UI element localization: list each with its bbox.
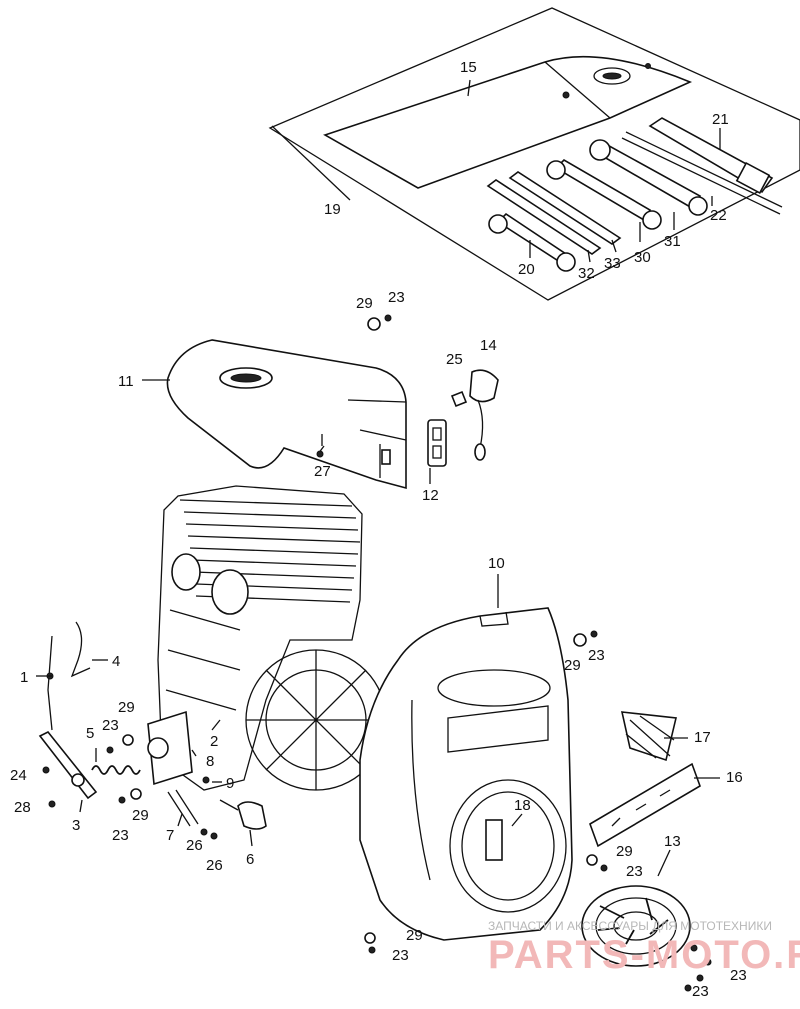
- callout-28: 28: [14, 799, 31, 816]
- callout-3: 3: [72, 817, 80, 834]
- callout-29-d: 29: [132, 807, 149, 824]
- callout-19: 19: [324, 201, 341, 218]
- callout-12: 12: [422, 487, 439, 504]
- top-shroud: [166, 339, 407, 490]
- callout-labels: 1 2 3 4 5 6 7 8 9 10 11 12 13 14 15 16 1…: [10, 59, 747, 1000]
- callout-16: 16: [726, 769, 743, 786]
- callout-4: 4: [112, 653, 120, 670]
- governor-rod: [47, 635, 53, 731]
- callout-24: 24: [10, 767, 27, 784]
- callout-23-f: 23: [392, 947, 409, 964]
- callout-6: 6: [246, 851, 254, 868]
- tool-kit-outline: [268, 7, 800, 301]
- callout-26-b: 26: [206, 857, 223, 874]
- leader-lines: [36, 79, 721, 877]
- callout-26-a: 26: [186, 837, 203, 854]
- callout-23-g: 23: [730, 967, 747, 984]
- callout-18: 18: [514, 797, 531, 814]
- tool-kit-group: [268, 7, 800, 301]
- callout-7: 7: [166, 827, 174, 844]
- screwdriver-handle: [486, 179, 602, 255]
- callout-23-c: 23: [102, 717, 119, 734]
- callout-15: 15: [460, 59, 477, 76]
- ignition-parts: [427, 369, 499, 467]
- screwdriver: [508, 171, 622, 245]
- callout-8: 8: [206, 753, 214, 770]
- governor-spring-link: [70, 621, 91, 678]
- callout-29-a: 29: [356, 295, 373, 312]
- callout-5: 5: [86, 725, 94, 742]
- tommy-bar: [621, 131, 783, 215]
- gasket: [427, 419, 447, 467]
- callout-23-a: 23: [388, 289, 405, 306]
- watermark-logo: PARTS-MOTO.RU: [488, 933, 800, 977]
- callout-32: 32: [578, 265, 595, 282]
- callout-29-c: 29: [118, 699, 135, 716]
- callout-21: 21: [712, 111, 729, 128]
- hardware: [42, 314, 712, 992]
- return-spring: [91, 765, 141, 775]
- watermark-tagline: ЗАПЧАСТИ И АКСЕССУАРЫ ДЛЯ МОТОТЕХНИКИ: [488, 919, 772, 933]
- shroud-cover: [166, 339, 407, 490]
- callout-29-b: 29: [564, 657, 581, 674]
- callout-10: 10: [488, 555, 505, 572]
- fan-cover: [359, 607, 573, 941]
- fan-cover-housing: [359, 607, 573, 941]
- callout-11: 11: [118, 373, 134, 390]
- callout-29-f: 29: [406, 927, 423, 944]
- throttle-knob: [237, 801, 267, 830]
- governor-linkage: [38, 621, 267, 830]
- callout-14: 14: [480, 337, 497, 354]
- callout-13: 13: [664, 833, 681, 850]
- callout-33: 33: [604, 255, 621, 272]
- callout-9: 9: [226, 775, 234, 792]
- callout-23-e: 23: [626, 863, 643, 880]
- callout-23-b: 23: [588, 647, 605, 664]
- callout-22: 22: [710, 207, 727, 224]
- tool-bag: [323, 55, 693, 189]
- grommet: [450, 390, 468, 408]
- callout-17: 17: [694, 729, 711, 746]
- decals: [589, 711, 701, 848]
- watermark: ЗАПЧАСТИ И АКСЕССУАРЫ ДЛЯ МОТОТЕХНИКИ PA…: [488, 919, 800, 977]
- ignition-switch: [469, 369, 499, 403]
- decal-17: [620, 711, 677, 762]
- throttle-bracket: [147, 710, 193, 786]
- callout-31: 31: [664, 233, 681, 250]
- engine-block: [157, 485, 387, 791]
- callout-27: 27: [314, 463, 331, 480]
- callout-23-d: 23: [112, 827, 129, 844]
- callout-30: 30: [634, 249, 651, 266]
- callout-25: 25: [446, 351, 463, 368]
- callout-2: 2: [210, 733, 218, 750]
- starter-pulley: [581, 885, 691, 967]
- callout-1: 1: [20, 669, 28, 686]
- callout-20: 20: [518, 261, 535, 278]
- callout-23-h: 23: [692, 983, 709, 1000]
- callout-29-e: 29: [616, 843, 633, 860]
